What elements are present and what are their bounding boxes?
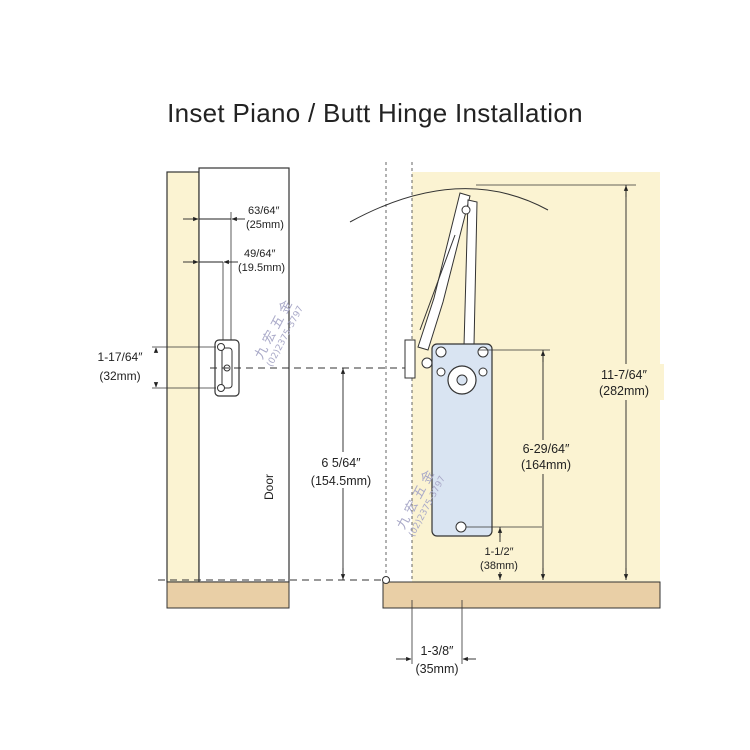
door-panel bbox=[198, 167, 290, 583]
dim-49-64-label: 49/64″ bbox=[244, 248, 276, 260]
dim-154-5mm-label: (154.5mm) bbox=[311, 474, 371, 488]
dim-1-17-64-label: 1-17/64″ bbox=[98, 350, 144, 364]
door-label: Door bbox=[262, 474, 276, 500]
mounting-plate bbox=[431, 343, 493, 537]
dim-6-29-64-label: 6-29/64″ bbox=[523, 442, 570, 456]
page-title: Inset Piano / Butt Hinge Installation bbox=[167, 98, 583, 128]
dim-63-64-label: 63/64″ bbox=[248, 205, 280, 217]
dim-19-5mm-label: (19.5mm) bbox=[238, 262, 285, 274]
dim-38mm-label: (38mm) bbox=[480, 560, 518, 572]
dim-32mm-label: (32mm) bbox=[99, 369, 140, 383]
base-board-left bbox=[166, 581, 290, 609]
dim-25mm-label: (25mm) bbox=[246, 219, 284, 231]
dim-1-3-8-label: 1-3/8″ bbox=[421, 644, 454, 658]
side-panel bbox=[166, 171, 200, 583]
dim-6-5-64-label: 6 5/64″ bbox=[321, 456, 361, 470]
left-view: Door 63/64″ (25mm) 49/64″ (19.5mm) 1-17/… bbox=[98, 167, 420, 609]
stay-linkage bbox=[417, 192, 478, 351]
base-board-right bbox=[382, 581, 661, 609]
dim-11-7-64-label: 11-7/64″ bbox=[601, 368, 647, 382]
dim-35mm-label: (35mm) bbox=[415, 662, 458, 676]
dim-1-1-2-label: 1-1/2″ bbox=[485, 546, 514, 558]
right-view: 11-7/64″ (282mm) 6-29/64″ (164mm) 1-1/2″… bbox=[349, 162, 664, 676]
dim-282mm-label: (282mm) bbox=[599, 384, 649, 398]
dim-164mm-label: (164mm) bbox=[521, 458, 571, 472]
